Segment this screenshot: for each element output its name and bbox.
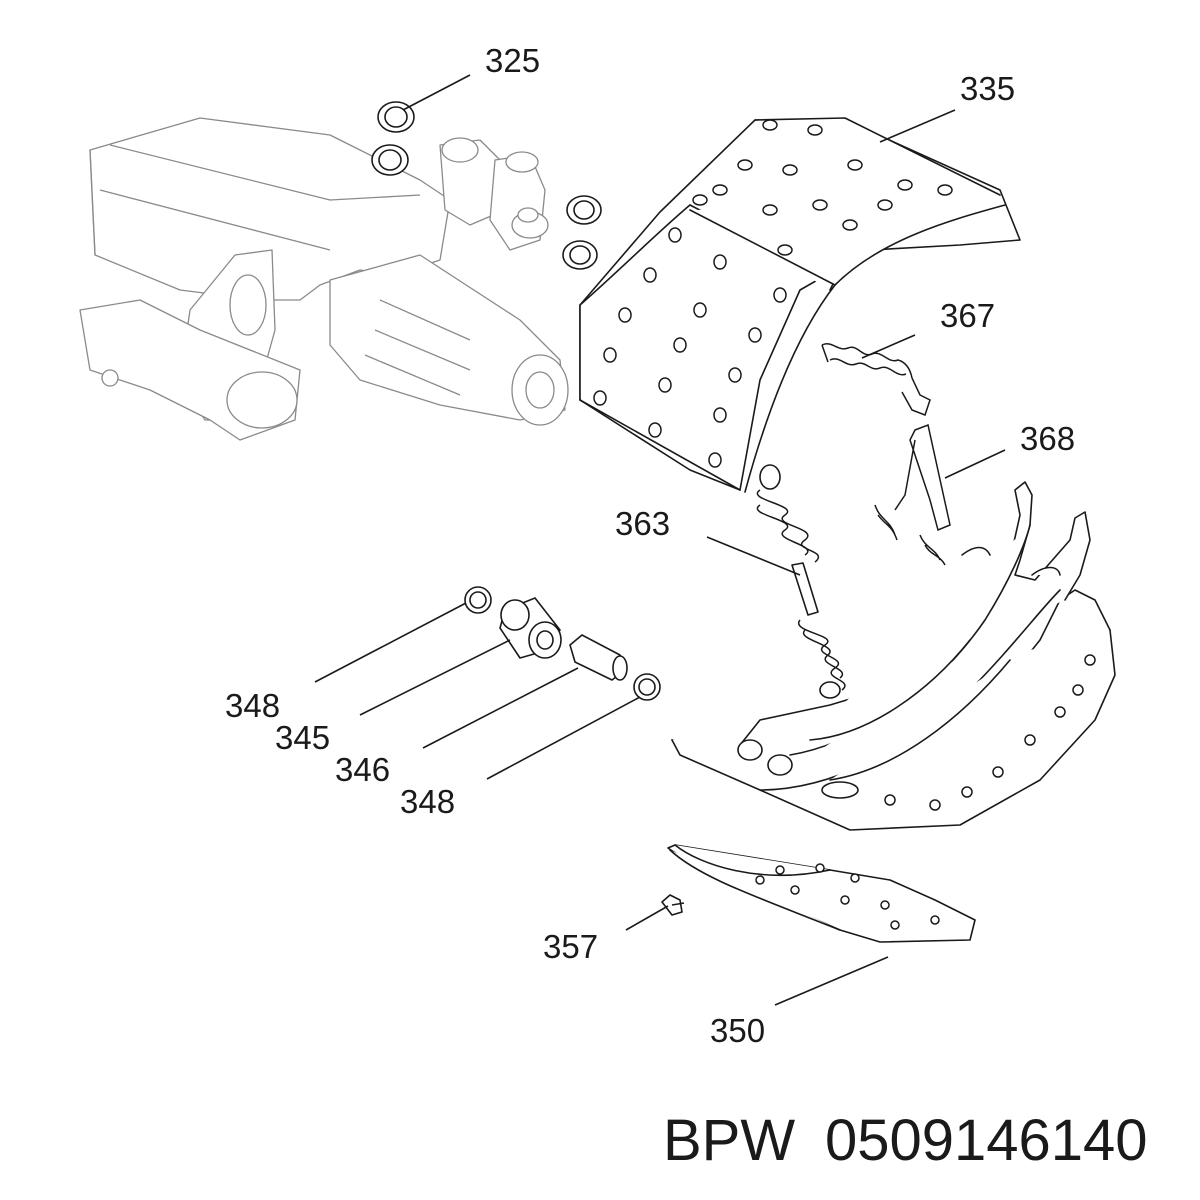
lining-350-holes (755, 863, 940, 930)
callout-357: 357 (543, 928, 598, 965)
brake-lining-350 (667, 844, 976, 943)
brake-lining-335 (579, 117, 1021, 493)
callout-labels: 325 335 367 368 363 348 345 346 348 357 … (225, 42, 1075, 1049)
callout-363: 363 (615, 505, 670, 542)
part-number: 0509146140 (825, 1108, 1148, 1173)
bushing-rings-325 (371, 101, 602, 270)
callout-367: 367 (940, 297, 995, 334)
callout-348-lower: 348 (400, 783, 455, 820)
part-identification: BPW 0509146140 (663, 1108, 1148, 1173)
callout-335: 335 (960, 70, 1015, 107)
return-spring-367 (821, 343, 931, 416)
callout-325: 325 (485, 42, 540, 79)
spring-clip-368 (874, 423, 951, 566)
rivet-357 (661, 894, 685, 916)
axle-assembly (79, 117, 569, 441)
callout-346: 346 (335, 751, 390, 788)
callout-350: 350 (710, 1012, 765, 1049)
callout-348-upper: 348 (225, 687, 280, 724)
lining-rivet-holes (593, 119, 953, 468)
brake-shoe (671, 481, 1116, 831)
shoe-holes (884, 654, 1096, 811)
callout-368: 368 (1020, 420, 1075, 457)
leader-lines (314, 74, 1006, 1006)
tension-spring-363 (756, 464, 846, 699)
anchor-pin-parts (464, 586, 661, 701)
brand-name: BPW (663, 1108, 795, 1173)
callout-345: 345 (275, 719, 330, 756)
